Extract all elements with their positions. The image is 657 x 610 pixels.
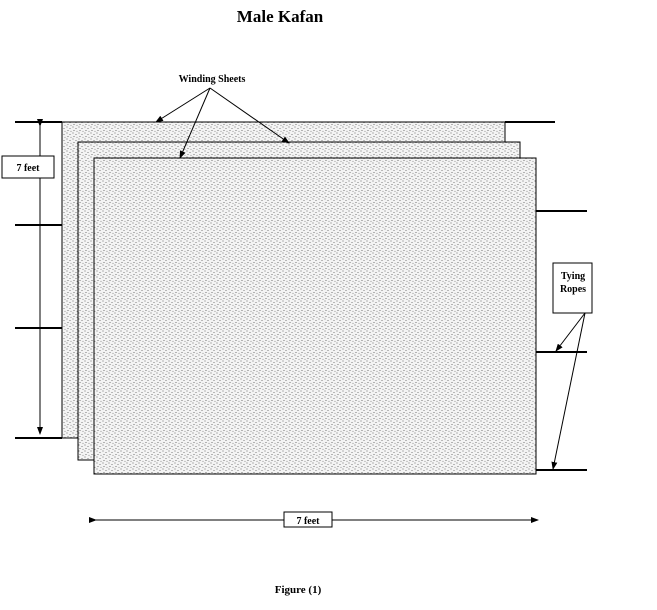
tying-ropes-pointer-upper [555, 312, 586, 352]
winding-sheet-front [93, 157, 537, 475]
tying-ropes-label-box [552, 262, 593, 314]
winding-sheets-pointer-back [155, 87, 211, 123]
width-label: 7 feet [296, 516, 320, 527]
winding-sheets-label: Winding Sheets [179, 74, 246, 85]
tying-ropes-pointer-lower [551, 312, 586, 470]
diagram-title: Male Kafan [237, 7, 324, 26]
winding-sheets-pointer-middle [209, 87, 290, 144]
figure-caption: Figure (1) [275, 584, 322, 596]
tying-ropes-label-line2: Ropes [560, 284, 586, 295]
width-label-box [283, 511, 333, 528]
tying-ropes-label-line1: Tying [561, 271, 585, 282]
winding-sheets-pointer-front [179, 87, 211, 159]
height-label-box [1, 155, 55, 179]
height-label: 7 feet [16, 163, 40, 174]
